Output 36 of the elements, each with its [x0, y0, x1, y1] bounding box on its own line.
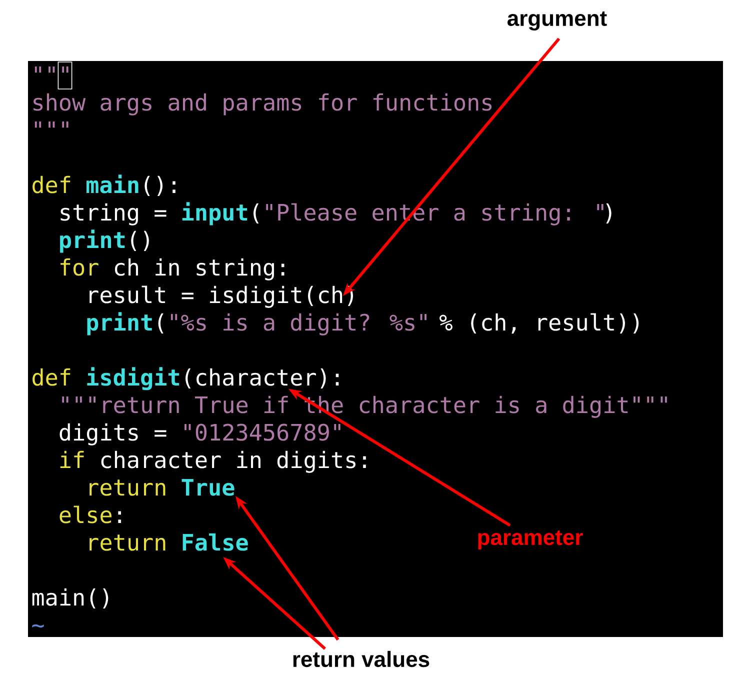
code-text: else — [60, 506, 112, 524]
code-text: (): — [144, 176, 176, 196]
code-text: return — [90, 480, 166, 496]
code-text: % (ch, result)) — [440, 313, 639, 334]
code-text: ( — [158, 313, 164, 334]
code-text: "0123456789" — [184, 424, 340, 441]
code-text: string = — [60, 203, 166, 226]
code-text: ~ — [32, 624, 44, 628]
code-text: : — [118, 511, 121, 523]
code-text: False — [182, 533, 248, 551]
code-text: def — [32, 368, 70, 386]
code-text: def — [32, 176, 70, 194]
annotation-label: parameter — [478, 530, 583, 550]
code-text: print — [60, 230, 125, 253]
code-text: True — [182, 479, 234, 496]
code-text: ) — [606, 203, 612, 224]
code-text: ( — [254, 203, 259, 224]
code-text: input — [182, 202, 248, 226]
code-text: character in digits: — [101, 450, 366, 473]
code-text: result = isdigit(ch) — [90, 286, 353, 308]
code-text: return — [90, 534, 166, 551]
code-text: "%s is a digit? %s" — [170, 313, 426, 336]
code-text: main() — [32, 588, 108, 608]
code-text: () — [131, 230, 149, 251]
annotation-label: argument — [508, 12, 607, 30]
code-text: isdigit — [87, 367, 180, 390]
code-text: main — [86, 174, 138, 194]
code-text: if — [60, 450, 84, 468]
code-text: """ — [34, 122, 68, 128]
code-text: (character): — [186, 368, 339, 388]
annotation-label: return values — [293, 650, 430, 668]
code-text: for — [60, 258, 98, 276]
code-text: ch in string: — [114, 258, 284, 280]
code-text: print — [87, 312, 152, 336]
code-text: show args and params for functions — [34, 93, 492, 116]
code-text: digits = — [60, 423, 166, 446]
